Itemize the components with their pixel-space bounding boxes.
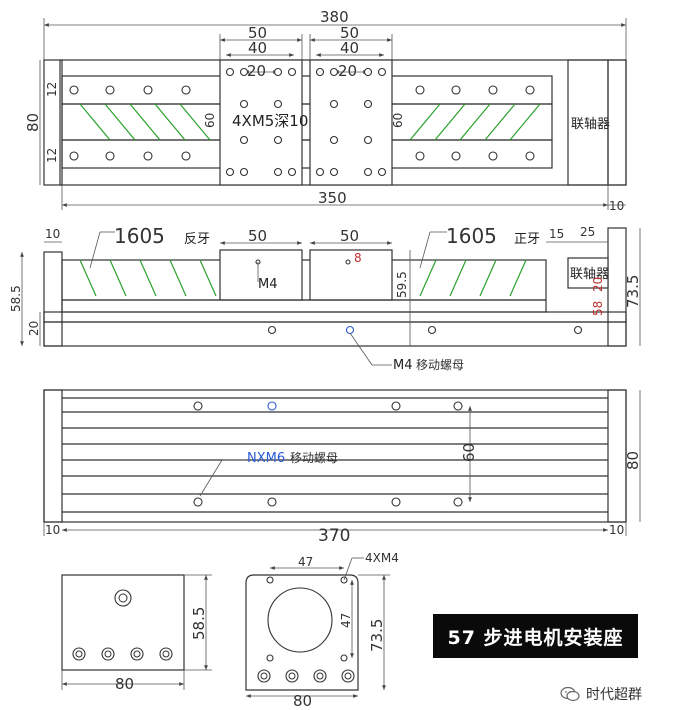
- screw-right-note: 正牙: [514, 232, 540, 247]
- side-nut-label: M4: [393, 358, 413, 373]
- dim-mount-front-height: 58.5: [190, 607, 208, 640]
- dim-side-25: 25: [580, 225, 595, 239]
- dim-bottom-hole-spacing: 60: [460, 443, 478, 462]
- bottom-holes: [193, 401, 463, 507]
- bottom-nut-label: NXM6: [247, 451, 285, 466]
- dim-top-end-offset: 10: [609, 199, 624, 213]
- bottom-rails: [62, 397, 608, 513]
- dim-carriage1-inner: 40: [248, 39, 267, 57]
- dim-side-height-total: 58.5: [9, 285, 23, 312]
- screw-left-note: 反牙: [184, 232, 210, 247]
- top-hatch-right: [409, 103, 541, 141]
- top-rail-holes: [69, 85, 535, 161]
- carriage-2-holes: [315, 67, 387, 177]
- dim-overall-width: 380: [320, 8, 349, 26]
- dim-side-carriage-height: 59.5: [395, 271, 409, 298]
- dim-carriage2-outer: 50: [340, 24, 359, 42]
- screw-right-label: 1605: [446, 224, 497, 248]
- bottom-view: 60 NXM6 移动螺母 80 370 10 10: [43, 389, 642, 546]
- hole-note-top: 4XM5深10MM: [232, 112, 334, 130]
- dim-side-carriage1: 50: [248, 227, 267, 245]
- coupler-label-side: 联轴器: [570, 267, 609, 282]
- side-hatch-left: [79, 259, 217, 297]
- mount-plate-view: 47 4XM4 47 73.5 80: [245, 551, 399, 710]
- carriage-2-side: [309, 249, 393, 301]
- dim-carriage2-inner: 40: [340, 39, 359, 57]
- side-base-holes: [267, 325, 583, 335]
- watermark: 时代超群: [560, 684, 642, 704]
- dim-bottom-end-right: 10: [609, 523, 624, 537]
- dim-top-height: 80: [24, 113, 42, 132]
- dim-bottom-length: 370: [318, 526, 350, 546]
- side-view: 10 M4 50 50 8: [9, 224, 642, 373]
- coupler-side: [567, 257, 609, 289]
- dim-bottom-height: 80: [624, 451, 642, 470]
- dim-rail-length: 350: [318, 189, 347, 207]
- carriage-1-side: [219, 249, 303, 301]
- dim-carriage2-hole: 20: [338, 62, 357, 80]
- tap-label-side: M4: [258, 277, 278, 292]
- dim-side-right-c: 20: [591, 277, 605, 292]
- coupler-label-top: 联轴器: [571, 117, 610, 132]
- dim-side-base-height: 20: [27, 321, 41, 336]
- dim-side-carriage2: 50: [340, 227, 359, 245]
- mount-front-view: 80 58.5: [61, 574, 212, 693]
- dim-side-right-b: 58: [591, 301, 605, 316]
- dim-carriage1-hole: 20: [247, 62, 266, 80]
- bottom-nut-text: 移动螺母: [290, 451, 338, 465]
- dim-side-15: 15: [549, 227, 564, 241]
- screw-left-label: 1605: [114, 224, 165, 248]
- side-nut-text: 移动螺母: [416, 358, 464, 372]
- dim-side-carriage2-hole: 8: [354, 251, 362, 265]
- carriage-1-holes: [225, 67, 297, 177]
- top-hatch-left: [79, 103, 211, 141]
- dim-rail-offset-top: 12: [45, 82, 59, 97]
- dim-carriage1-height: 60: [203, 113, 217, 128]
- side-hatch-right: [419, 259, 527, 297]
- wechat-icon: [560, 686, 580, 702]
- dim-mount-front-width: 80: [115, 675, 134, 693]
- dim-plate-width: 80: [293, 692, 312, 710]
- carriage-1-top: [219, 59, 303, 186]
- dim-plate-hole-h: 47: [298, 555, 313, 569]
- dim-carriage1-outer: 50: [248, 24, 267, 42]
- carriage-2-top: [309, 59, 393, 186]
- dim-plate-height: 73.5: [368, 619, 386, 652]
- plate-hole-note: 4XM4: [365, 551, 399, 565]
- dim-side-end-offset: 10: [45, 227, 60, 241]
- top-view: 380: [24, 8, 627, 213]
- dim-bottom-end-left: 10: [45, 523, 60, 537]
- watermark-text: 时代超群: [586, 687, 642, 703]
- dim-carriage2-height: 60: [391, 113, 405, 128]
- dim-rail-offset-bottom: 12: [45, 148, 59, 163]
- dim-side-right-a: 73.5: [624, 275, 642, 308]
- dim-plate-hole-v: 47: [339, 613, 353, 628]
- drawing-title: 57 步进电机安装座: [433, 614, 638, 658]
